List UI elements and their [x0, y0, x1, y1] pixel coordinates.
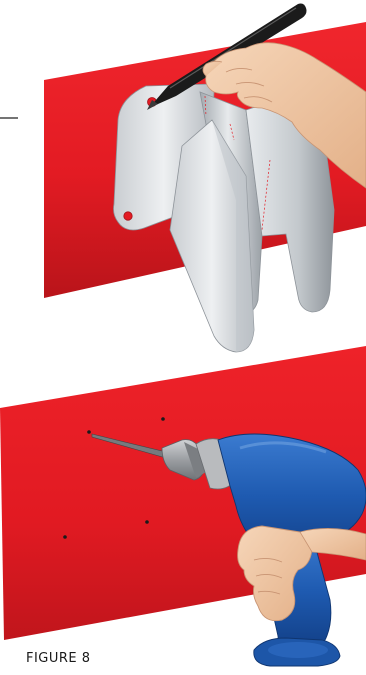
pilot-hole [145, 520, 149, 524]
step-drill-holes [0, 346, 366, 666]
figure-caption: FIGURE 8 [26, 651, 91, 666]
pilot-hole [161, 417, 165, 421]
pilot-hole [63, 535, 67, 539]
step-mark-holes [0, 4, 366, 353]
marked-hole-lower [124, 212, 132, 220]
pilot-hole [87, 430, 91, 434]
